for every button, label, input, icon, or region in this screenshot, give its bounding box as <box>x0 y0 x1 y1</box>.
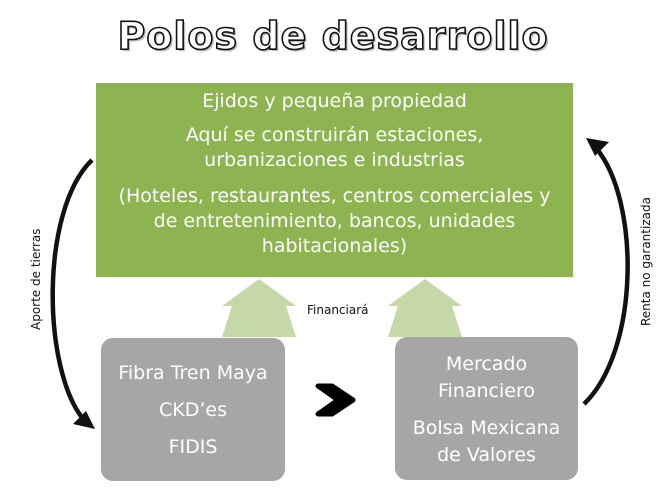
right-gray-box: Mercado Financiero Bolsa Mexicana de Val… <box>395 337 578 480</box>
top-box-line3c: habitacionales) <box>261 235 408 257</box>
top-box-line2b: urbanizaciones e industrias <box>204 149 465 171</box>
diagram-title: Polos de desarrollo <box>117 13 549 59</box>
right-box-line1b: Financiero <box>438 380 535 402</box>
label-renta-no-garantizada: Renta no garantizada <box>639 197 653 326</box>
top-box-line3b: de entretenimiento, bancos, unidades <box>153 210 516 232</box>
top-box-line3a: (Hoteles, restaurantes, centros comercia… <box>118 185 551 207</box>
curved-arrow-right <box>582 146 630 406</box>
left-box-item: Fibra Tren Maya <box>118 362 268 384</box>
top-box-line2a: Aquí se construirán estaciones, <box>185 124 484 146</box>
top-box-line1: Ejidos y pequeña propiedad <box>202 90 467 112</box>
left-box-item: FIDIS <box>168 436 218 458</box>
right-box-line1a: Mercado <box>445 353 528 375</box>
left-gray-box: Fibra Tren Maya CKD’es FIDIS <box>101 338 285 481</box>
right-box-line2b: de Valores <box>437 444 536 466</box>
label-financiara: Financiará <box>307 303 369 317</box>
arrowhead-right-icon <box>586 138 609 156</box>
arrowhead-left-icon <box>73 411 95 429</box>
right-arrow-icon <box>315 383 356 417</box>
curved-arrow-left <box>50 158 94 422</box>
right-box-line2a: Bolsa Mexicana <box>412 417 561 439</box>
label-aporte-de-tierras: Aporte de tierras <box>29 228 43 330</box>
left-box-item: CKD’es <box>159 399 227 421</box>
up-arrow-left <box>222 279 296 337</box>
top-green-box: Ejidos y pequeña propiedad Aquí se const… <box>96 83 573 277</box>
up-arrow-right <box>388 279 462 337</box>
